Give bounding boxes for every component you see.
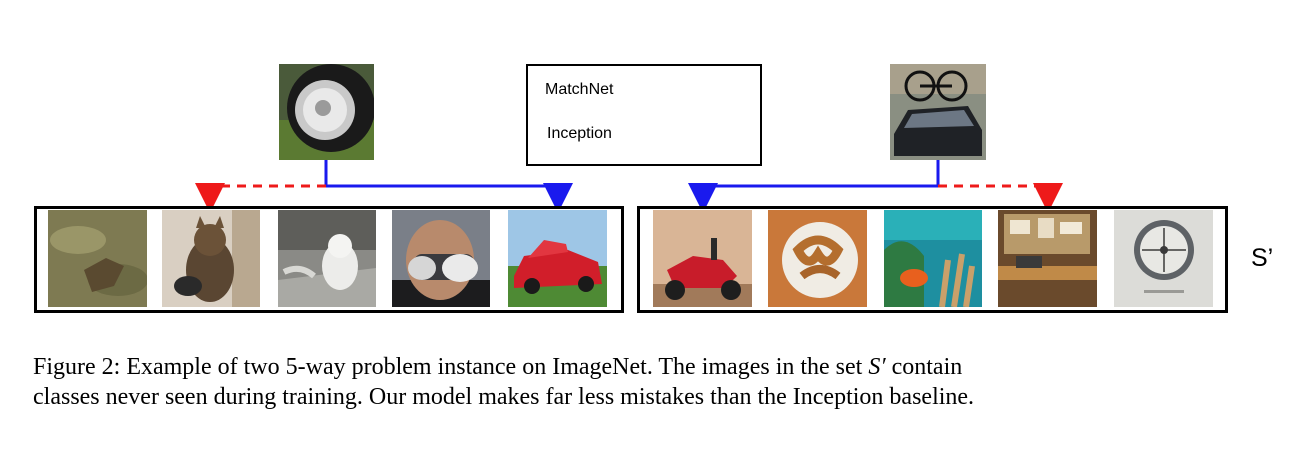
caption-line-1-before: Figure 2: Example of two 5-way problem i… [33, 354, 869, 380]
left-support-image-2 [162, 210, 260, 307]
left-query-image [279, 64, 374, 160]
left-support-image-4 [392, 210, 490, 307]
caption-line-1: Figure 2: Example of two 5-way problem i… [33, 352, 1288, 382]
left-inception-arrow [195, 183, 326, 213]
right-support-image-5 [1114, 210, 1213, 307]
right-inception-arrow [938, 183, 1063, 213]
left-matchnet-arrow [324, 160, 573, 213]
caption-line-2: classes never seen during training. Our … [33, 384, 975, 410]
left-support-image-1 [48, 210, 147, 307]
right-query-image [890, 64, 986, 160]
left-support-image-5 [508, 210, 607, 307]
right-support-image-3 [884, 210, 982, 307]
legend-inception-label: Inception [547, 125, 612, 142]
right-matchnet-arrow [688, 160, 940, 213]
caption-math-set: S′ [868, 354, 886, 380]
right-support-image-4 [998, 210, 1097, 307]
right-support-image-2 [768, 210, 867, 307]
left-support-image-3 [278, 210, 376, 307]
figure-caption: Figure 2: Example of two 5-way problem i… [33, 352, 1288, 412]
right-support-image-1 [653, 210, 752, 307]
caption-line-1-after: contain [885, 354, 963, 380]
legend-matchnet-label: MatchNet [545, 81, 614, 98]
support-set-label: S’ [1251, 244, 1274, 272]
legend [526, 64, 762, 166]
